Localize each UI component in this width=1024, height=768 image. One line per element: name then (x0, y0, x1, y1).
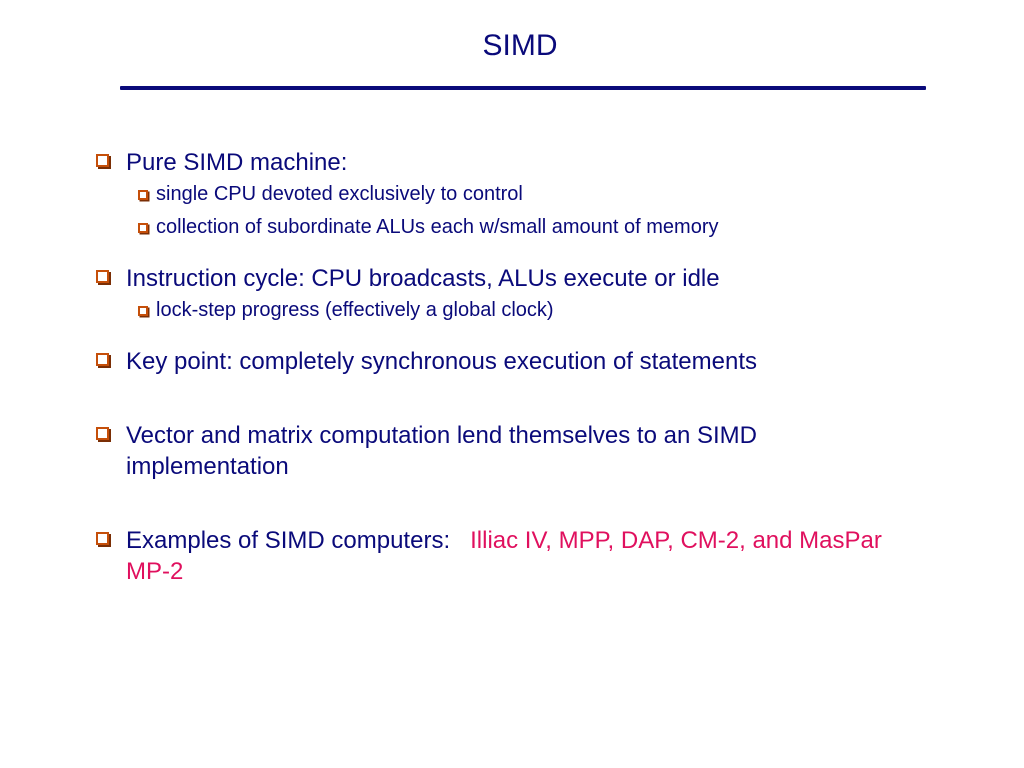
square-bullet-icon (138, 223, 148, 233)
bullet-list: Pure SIMD machine: single CPU devoted ex… (96, 147, 926, 587)
bullet-text: Instruction cycle: CPU broadcasts, ALUs … (126, 265, 720, 292)
bullet-item: Pure SIMD machine: (96, 147, 926, 178)
square-bullet-icon (138, 306, 148, 316)
bullet-text: Vector and matrix computation lend thems… (126, 422, 757, 480)
square-bullet-icon (138, 190, 148, 200)
slide-title: SIMD (482, 29, 558, 62)
sub-bullet-item: lock-step progress (effectively a global… (138, 294, 926, 327)
bullet-item: Examples of SIMD computers: Illiac IV, M… (96, 525, 926, 587)
title-divider (120, 86, 926, 90)
bullet-text: Key point: completely synchronous execut… (126, 348, 758, 375)
square-bullet-icon (96, 532, 109, 545)
sub-bullet-text: collection of subordinate ALUs each w/sm… (156, 216, 719, 238)
square-bullet-icon (96, 270, 109, 283)
bullet-item: Instruction cycle: CPU broadcasts, ALUs … (96, 263, 926, 294)
bullet-text: Pure SIMD machine: (126, 149, 348, 176)
square-bullet-icon (96, 353, 109, 366)
bullet-item: Vector and matrix computation lend thems… (96, 420, 926, 482)
sub-bullet-text: lock-step progress (effectively a global… (156, 299, 554, 321)
sub-bullet-text: single CPU devoted exclusively to contro… (156, 183, 523, 205)
square-bullet-icon (96, 154, 109, 167)
square-bullet-icon (96, 427, 109, 440)
bullet-text: Examples of SIMD computers: (126, 527, 451, 554)
highlighted-examples: Illiac IV, MPP, DAP, CM-2, and MasPar MP… (126, 527, 882, 585)
bullet-item: Key point: completely synchronous execut… (96, 346, 926, 377)
sub-bullet-item: collection of subordinate ALUs each w/sm… (138, 211, 926, 244)
sub-bullet-item: single CPU devoted exclusively to contro… (138, 178, 926, 211)
